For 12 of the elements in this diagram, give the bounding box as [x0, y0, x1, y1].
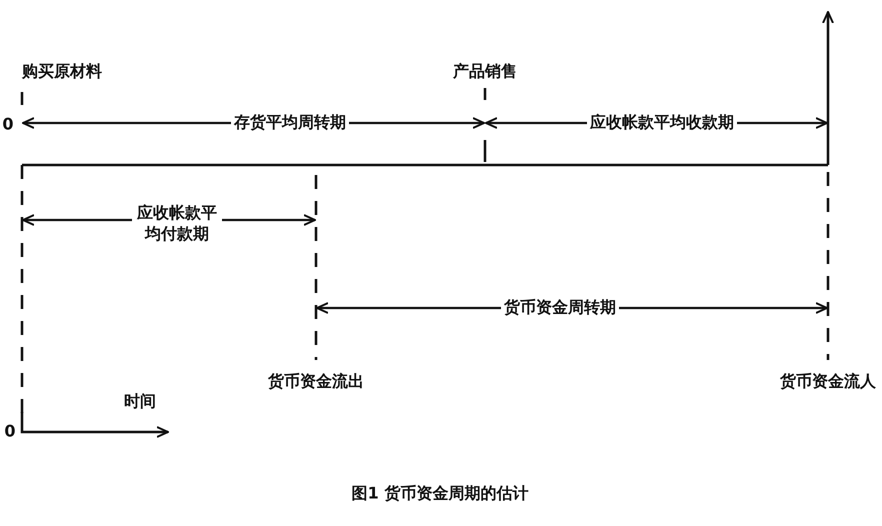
dimension-label: 存货平均周转期: [231, 112, 349, 134]
origin-label: 0: [4, 422, 16, 442]
origin-label: 0: [2, 114, 14, 136]
event-label: 产品销售: [453, 62, 517, 82]
axis-label: 时间: [124, 392, 156, 412]
dimension-label: 应收帐款平均付款期: [132, 203, 222, 245]
event-label: 货币资金流出: [268, 372, 364, 392]
dimension-label: 货币资金周转期: [501, 298, 619, 318]
figure-caption: 图1 货币资金周期的估计: [352, 484, 528, 504]
dimension-label: 应收帐款平均收款期: [587, 112, 737, 134]
event-label: 货币资金流人: [780, 372, 876, 392]
event-label: 购买原材料: [22, 62, 102, 82]
